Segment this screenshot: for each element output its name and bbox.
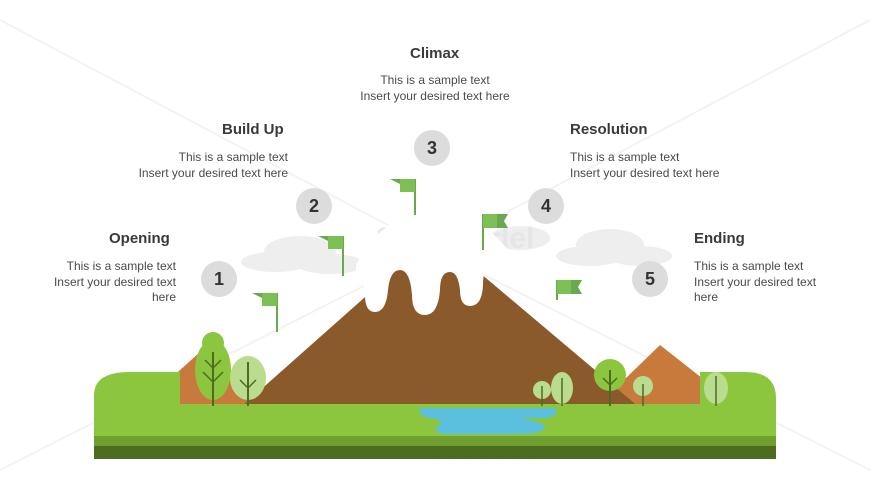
stage-4-desc-line2: Insert your desired text here <box>570 165 720 180</box>
cloud-top <box>490 226 550 250</box>
stage-2-title: Build Up <box>222 121 284 138</box>
tree-right-3 <box>594 359 626 406</box>
mountain <box>240 235 640 408</box>
stage-1-number-badge: 1 <box>201 261 237 297</box>
flag-4-icon <box>482 214 508 250</box>
tree-right-5 <box>704 372 728 406</box>
stage-2-desc-line1: This is a sample text <box>178 150 288 164</box>
snow-cap <box>356 210 520 315</box>
grass-stripe <box>94 436 776 446</box>
stage-1-desc-line1: This is a sample text <box>66 259 176 273</box>
flag-3-icon <box>390 179 416 215</box>
stage-4-description: This is a sample text Insert your desire… <box>570 150 790 181</box>
cloud-left <box>241 236 364 274</box>
stage-5-desc-line3: here <box>694 290 719 304</box>
grass-left-bump <box>94 372 180 436</box>
stage-3-title: Climax <box>410 45 460 62</box>
flag-5-icon <box>556 280 582 300</box>
ground-base <box>94 446 776 459</box>
tree-left-1 <box>195 332 231 406</box>
stage-4-number-badge: 4 <box>528 188 564 224</box>
flag-1-icon <box>252 293 278 332</box>
stage-3-desc-line1: This is a sample text <box>380 73 490 87</box>
stage-3-description: This is a sample text Insert your desire… <box>335 73 535 104</box>
stage-5-desc-line2: Insert your desired text <box>694 274 817 289</box>
tree-right-4 <box>633 376 653 406</box>
tree-right-1 <box>533 381 551 406</box>
stage-1-description: This is a sample text Insert your desire… <box>6 259 176 306</box>
stage-4-desc-line1: This is a sample text <box>570 150 680 164</box>
stage-5-desc-line1: This is a sample text <box>694 259 804 273</box>
pond <box>419 408 557 434</box>
tree-right-2 <box>551 372 573 406</box>
stage-5-number-badge: 5 <box>632 261 668 297</box>
stage-2-description: This is a sample text Insert your desire… <box>68 150 288 181</box>
stage-2-number-badge: 2 <box>296 188 332 224</box>
stage-1-title: Opening <box>109 230 170 247</box>
stage-2-desc-line2: Insert your desired text here <box>138 165 288 180</box>
flag-2-icon <box>318 236 344 276</box>
cloud-right <box>556 229 672 266</box>
stage-5-title: Ending <box>694 230 745 247</box>
stage-1-desc-line3: here <box>151 290 176 304</box>
stage-3-desc-line2: Insert your desired text here <box>360 88 510 103</box>
tree-left-2 <box>230 356 266 406</box>
stage-1-desc-line2: Insert your desired text <box>53 274 176 289</box>
stage-3-number-badge: 3 <box>414 130 450 166</box>
stage-4-title: Resolution <box>570 121 648 138</box>
stage-5-description: This is a sample text Insert your desire… <box>694 259 854 306</box>
